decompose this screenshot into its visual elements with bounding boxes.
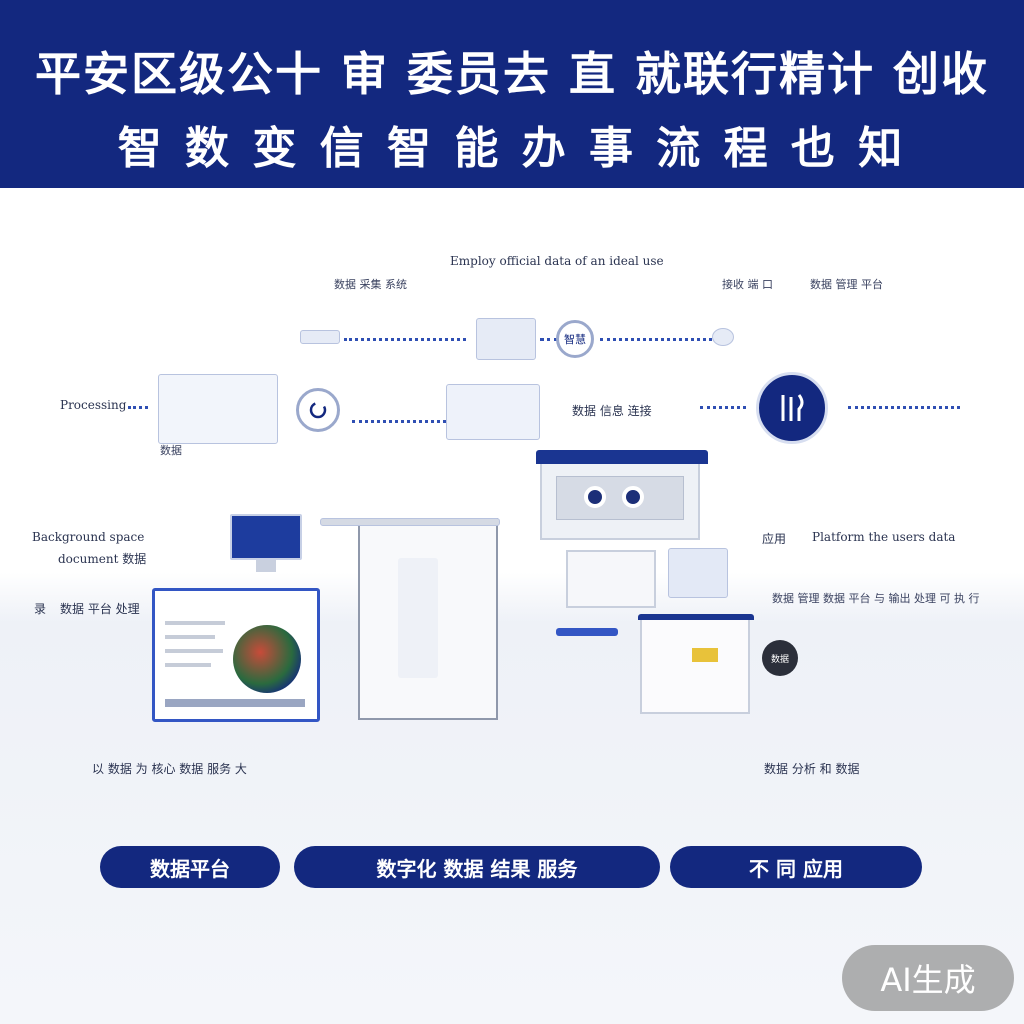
label-bottom-left: 以 数据 为 核心 数据 服务 大	[92, 762, 247, 776]
end-node-icon	[712, 328, 734, 346]
header-banner: 平安区级公十 审 委员去 直 就联行精计 创收 智 数 变 信 智 能 办 事 …	[0, 0, 1024, 188]
label-bottom-right: 数据 分析 和 数据	[764, 762, 860, 776]
source-cluster	[158, 374, 278, 444]
label-middle-center: 数据 信息 连接	[572, 404, 652, 418]
hub-icon: 智慧	[556, 320, 594, 358]
document-card	[152, 588, 320, 722]
node-cluster-top	[476, 318, 536, 360]
device-chip	[692, 648, 718, 662]
ai-generated-badge: AI生成	[842, 945, 1014, 1011]
refresh-icon	[296, 388, 340, 432]
monitor-icon	[230, 514, 302, 560]
hub-icon-label: 智慧	[564, 333, 586, 346]
machine-head	[536, 450, 708, 540]
diagram-canvas: Employ official data of an ideal use 数据 …	[0, 188, 1024, 1024]
diagram-title: Employ official data of an ideal use	[450, 254, 664, 268]
tower-cables	[398, 558, 438, 678]
label-top-right-b: 数据 管理 平台	[810, 278, 883, 291]
label-right-c: 数据 管理 数据 平台 与 输出 处理 可 执 行	[772, 592, 980, 605]
platform-button[interactable]: 数据平台	[100, 846, 280, 888]
label-top-left: 数据 采集 系统	[334, 278, 407, 291]
label-left-b: document 数据	[58, 552, 147, 566]
connector-line	[700, 406, 746, 409]
machine-window	[668, 548, 728, 598]
tools-icon	[756, 372, 828, 444]
connector-line	[344, 338, 466, 341]
tower-bracket	[320, 518, 500, 526]
label-process: Processing	[60, 398, 127, 412]
connector-line	[352, 420, 452, 423]
label-left-icon: 录	[34, 602, 47, 616]
label-right-b: Platform the users data	[812, 530, 956, 544]
globe-image	[233, 625, 301, 693]
machine-base	[556, 628, 618, 636]
label-top-right-a: 接收 端 口	[722, 278, 773, 291]
banner-subtitle: 智 数 变 信 智 能 办 事 流 程 也 知	[117, 123, 907, 174]
connector-line	[128, 406, 148, 409]
label-bottom-small: 数据	[160, 444, 182, 457]
application-button[interactable]: 不 同 应用	[670, 846, 922, 888]
connector-line	[600, 338, 712, 341]
banner-title: 平安区级公十 审 委员去 直 就联行精计 创收	[34, 47, 990, 101]
monitor-stand	[256, 560, 276, 572]
device-badge-label: 数据	[770, 654, 789, 665]
connector-line	[540, 338, 558, 341]
printer-device	[638, 614, 754, 714]
label-right-a: 应用	[762, 532, 787, 546]
service-button[interactable]: 数字化 数据 结果 服务	[294, 846, 660, 888]
node-chip-a	[300, 330, 340, 344]
label-left-a: Background space	[32, 530, 145, 544]
device-badge-icon: 数据	[762, 640, 798, 676]
server-rack	[446, 384, 540, 440]
machine-body	[566, 550, 656, 608]
connector-line	[848, 406, 960, 409]
label-left-c: 数据 平台 处理	[60, 602, 140, 616]
